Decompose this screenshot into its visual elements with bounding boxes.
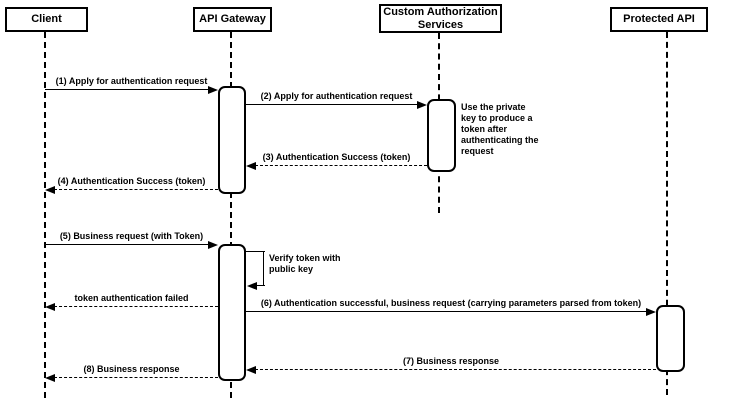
message-7-arrowhead-icon — [45, 303, 55, 311]
message-4-line — [54, 189, 218, 190]
message-4-arrowhead-icon — [45, 186, 55, 194]
message-2-label: (2) Apply for authentication request — [260, 91, 413, 101]
message-8-arrowhead-icon — [646, 308, 656, 316]
participant-api-gateway-label: API Gateway — [199, 13, 266, 26]
participant-protected-api: Protected API — [610, 7, 708, 32]
activation-protected-api — [656, 305, 685, 372]
message-8-label: (6) Authentication successful, business … — [260, 298, 642, 308]
message-6-arrowhead-icon — [247, 282, 257, 290]
participant-custom-auth: Custom Authorization Services — [379, 4, 502, 33]
lifeline-client — [44, 32, 46, 398]
participant-protected-api-label: Protected API — [623, 13, 695, 26]
lifeline-api-gateway — [230, 32, 232, 398]
message-3-label: (3) Authentication Success (token) — [262, 152, 411, 162]
message-3-arrowhead-icon — [246, 162, 256, 170]
message-7-label: token authentication failed — [74, 293, 189, 303]
participant-custom-auth-label: Custom Authorization Services — [383, 5, 498, 31]
message-6-line-side — [263, 251, 264, 286]
activation-custom-auth — [427, 99, 456, 172]
message-3-line — [255, 165, 427, 166]
message-10-line — [54, 377, 218, 378]
message-6-line-top — [246, 251, 265, 252]
note-private-key: Use the private key to produce a token a… — [461, 102, 539, 156]
message-10-label: (8) Business response — [83, 364, 180, 374]
message-2-arrowhead-icon — [417, 101, 427, 109]
message-5-line — [45, 244, 209, 245]
message-2-line — [246, 104, 418, 105]
message-6-label: Verify token with public key — [269, 253, 341, 274]
message-9-line — [255, 369, 656, 370]
message-9-label: (7) Business response — [402, 356, 500, 366]
message-1-label: (1) Apply for authentication request — [55, 76, 208, 86]
message-10-arrowhead-icon — [45, 374, 55, 382]
message-4-label: (4) Authentication Success (token) — [57, 176, 206, 186]
message-5-label: (5) Business request (with Token) — [59, 231, 204, 241]
message-8-line — [246, 311, 647, 312]
participant-client-label: Client — [31, 13, 62, 26]
activation-api-gateway-1 — [218, 86, 246, 194]
message-1-arrowhead-icon — [208, 86, 218, 94]
participant-client: Client — [5, 7, 88, 32]
activation-api-gateway-2 — [218, 244, 246, 381]
lifeline-protected-api — [666, 32, 668, 395]
message-1-line — [45, 89, 209, 90]
message-6-line-bottom — [256, 285, 265, 286]
participant-api-gateway: API Gateway — [193, 7, 272, 32]
message-5-arrowhead-icon — [208, 241, 218, 249]
message-7-line — [54, 306, 218, 307]
message-9-arrowhead-icon — [246, 366, 256, 374]
